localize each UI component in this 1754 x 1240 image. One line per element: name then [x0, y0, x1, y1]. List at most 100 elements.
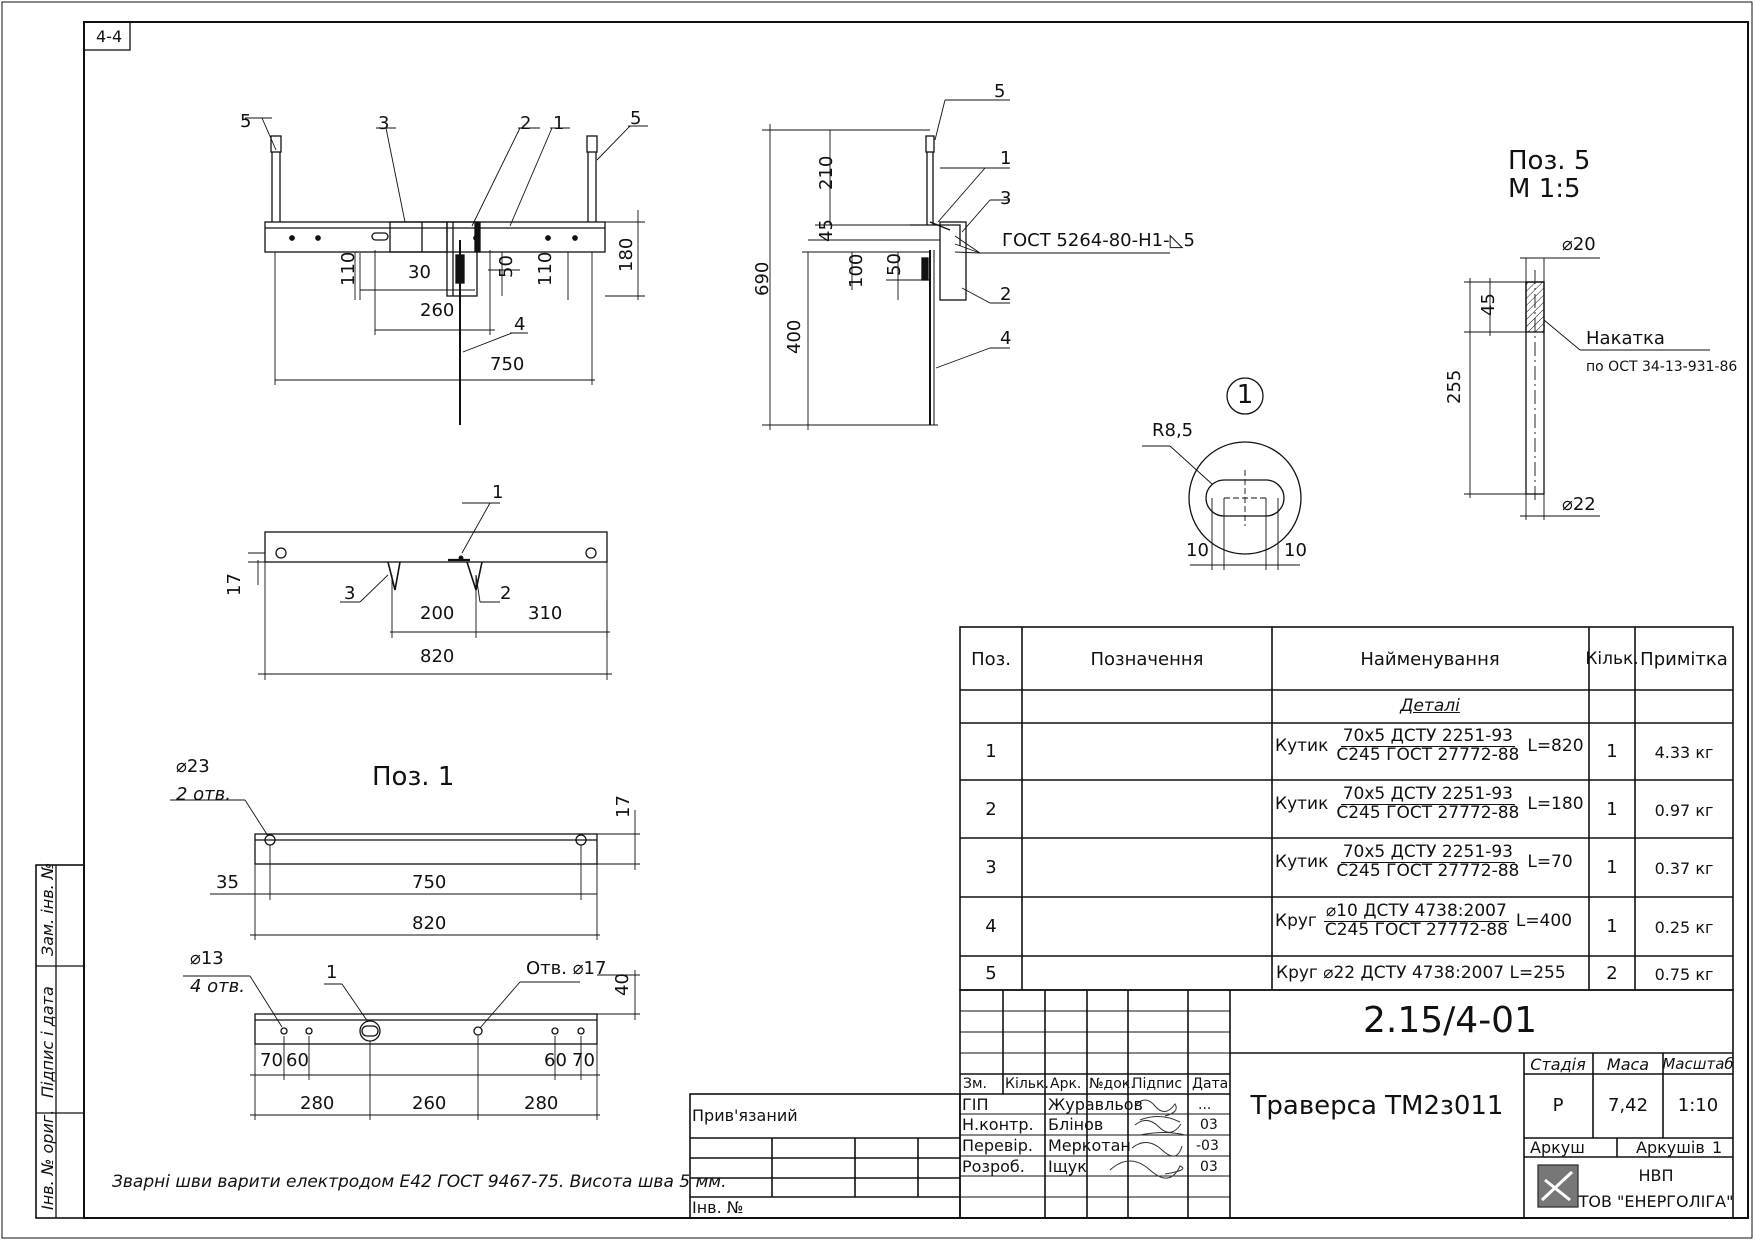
- pos1-dim-60-b: 60: [544, 1050, 567, 1071]
- inventory-label: Інв. №: [692, 1198, 744, 1217]
- main-pos-3: 3: [378, 113, 390, 134]
- role-developed: Розроб.: [962, 1157, 1025, 1176]
- spec-row-5-note: 0.75 кг: [1654, 965, 1714, 984]
- main-dim-750: 750: [490, 354, 525, 375]
- top-dim-17: 17: [224, 573, 245, 596]
- top-dim-200: 200: [420, 603, 455, 624]
- stage-label: Стадія: [1530, 1055, 1586, 1074]
- pos1-hole-big: ⌀23: [176, 756, 210, 777]
- attached-label: Прив'язаний: [692, 1106, 798, 1125]
- spec-row-2-pos: 2: [985, 799, 997, 820]
- side-pos-5: 5: [994, 81, 1006, 102]
- spec-row-4-qty: 1: [1606, 916, 1618, 937]
- company-logo-shape: [1537, 1164, 1579, 1208]
- side-view-geometry: [762, 99, 1170, 430]
- detail-1-geometry: [1142, 377, 1302, 570]
- pos1-hole-small-count: 4 отв.: [190, 976, 246, 997]
- side-pos-3: 3: [1000, 188, 1012, 209]
- detail-1-radius: R8,5: [1152, 420, 1194, 441]
- date-2: 03: [1200, 1117, 1218, 1133]
- col-head-date: Дата: [1192, 1076, 1229, 1092]
- pos1-dim-40: 40: [612, 973, 633, 996]
- mass-label: Маса: [1606, 1055, 1650, 1074]
- spec-row-3-note: 0.37 кг: [1654, 859, 1714, 878]
- col-head-docno: №док.: [1089, 1076, 1135, 1092]
- spec-row-2-qty: 1: [1606, 799, 1618, 820]
- company-line-2: ТОВ "ЕНЕРГОЛІГА": [1578, 1192, 1734, 1211]
- name-gip: Журавльов: [1048, 1095, 1143, 1114]
- company-logo-icon: [1540, 1168, 1541, 1169]
- sheet-label: Аркуш: [1530, 1138, 1585, 1157]
- spec-row-1-note: 4.33 кг: [1654, 743, 1714, 762]
- pos1-dim-750: 750: [412, 872, 447, 893]
- pos5-dim-45: 45: [1478, 293, 1499, 316]
- side-dim-690: 690: [752, 261, 773, 296]
- pos1-dim-280-b: 280: [524, 1093, 559, 1114]
- spec-section-title: Деталі: [1400, 696, 1460, 716]
- spec-row-3-qty: 1: [1606, 857, 1618, 878]
- sheets-count: 1: [1712, 1138, 1723, 1157]
- top-dim-820: 820: [420, 646, 455, 667]
- main-pos-4: 4: [514, 314, 526, 335]
- spec-header-note: Примітка: [1640, 649, 1728, 670]
- pos5-knurl-std: по ОСТ 34-13-931-86: [1586, 359, 1738, 375]
- pos5-dim-255: 255: [1444, 369, 1465, 404]
- side-dim-100: 100: [846, 253, 867, 288]
- main-pos-1: 1: [553, 113, 565, 134]
- scale-value: 1:10: [1677, 1095, 1719, 1116]
- spec-row-5-pos: 5: [985, 963, 997, 984]
- spec-header-name: Найменування: [1360, 649, 1500, 670]
- stamp-orig-inv: Інв. № ориг.: [38, 1109, 57, 1210]
- spec-row-3-pos: 3: [985, 857, 997, 878]
- spec-row-4-pos: 4: [985, 916, 997, 937]
- col-head-qty: Кільк.: [1005, 1076, 1049, 1092]
- spec-row-4-note: 0.25 кг: [1654, 918, 1714, 937]
- welding-note: Зварні шви варити електродом Е42 ГОСТ 94…: [112, 1172, 727, 1192]
- pos1-hole-mid: Отв. ⌀17: [526, 958, 607, 979]
- company-line-1: НВП: [1638, 1166, 1674, 1185]
- pos1-geometry: [170, 799, 640, 1120]
- sheets-label: Аркушів: [1636, 1138, 1705, 1157]
- side-dim-210: 210: [816, 155, 837, 190]
- pos1-dim-70-b: 70: [572, 1050, 595, 1071]
- corner-tag: 4-4: [96, 27, 123, 46]
- pos5-dia-bottom: ⌀22: [1562, 494, 1596, 515]
- detail-1-marker: 1: [1236, 380, 1254, 410]
- main-dim-110-a: 110: [338, 251, 359, 286]
- scale-label: Масштаб: [1662, 1055, 1734, 1073]
- side-pos-2: 2: [1000, 284, 1012, 305]
- side-pos-4: 4: [1000, 328, 1012, 349]
- title-block-grid: [689, 989, 1734, 1219]
- col-head-sheet: Арк.: [1050, 1076, 1082, 1092]
- spec-header-qty: Кільк.: [1585, 649, 1639, 669]
- name-checked: Меркотан: [1048, 1136, 1131, 1155]
- top-pos-3: 3: [344, 583, 356, 604]
- main-view-geometry: [245, 117, 648, 425]
- pos5-geometry: [1464, 257, 1710, 520]
- pos5-dia-top: ⌀20: [1562, 234, 1596, 255]
- top-dim-310: 310: [528, 603, 563, 624]
- pos1-callout: 1: [326, 962, 338, 983]
- pos1-dim-260: 260: [412, 1093, 447, 1114]
- role-checked: Перевір.: [962, 1136, 1033, 1155]
- main-dim-50: 50: [496, 255, 517, 278]
- spec-row-1-qty: 1: [1606, 741, 1618, 762]
- detail-1-dim-left: 10: [1186, 540, 1209, 561]
- name-normcontrol: Блінов: [1048, 1115, 1104, 1134]
- side-dim-400: 400: [784, 319, 805, 354]
- signatures: [1109, 1099, 1186, 1179]
- main-pos-2: 2: [520, 113, 532, 134]
- role-normcontrol: Н.контр.: [962, 1115, 1034, 1134]
- main-dim-30: 30: [408, 262, 431, 283]
- side-dim-45: 45: [816, 219, 837, 242]
- date-1: ...: [1198, 1097, 1212, 1113]
- side-pos-1: 1: [1000, 148, 1012, 169]
- pos1-dim-280-a: 280: [300, 1093, 335, 1114]
- main-dim-180: 180: [616, 237, 637, 272]
- name-developed: Іщук: [1048, 1157, 1087, 1176]
- pos1-dim-35: 35: [216, 872, 239, 893]
